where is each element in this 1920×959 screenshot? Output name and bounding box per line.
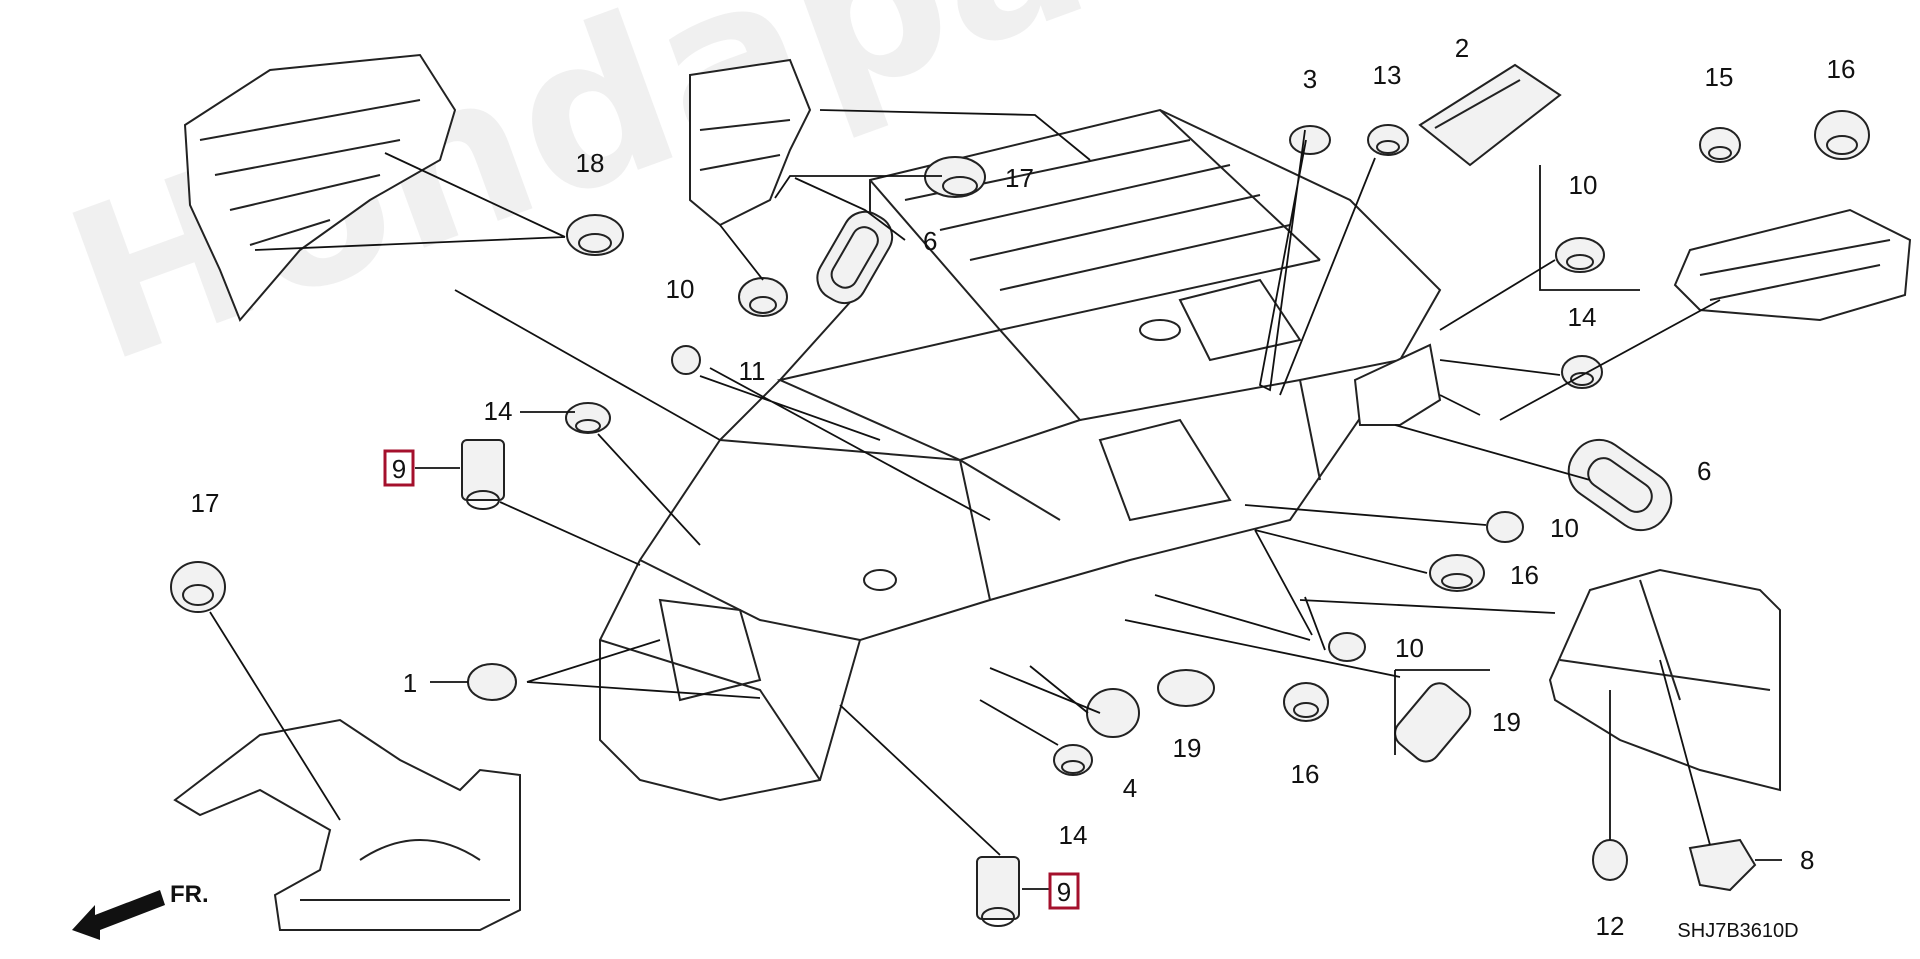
seal-part-18 bbox=[1394, 682, 1472, 763]
callout-labels: 18 17 6 10 11 3 13 2 10 14 15 16 6 10 16… bbox=[191, 33, 1856, 941]
callout-11-right: 10 bbox=[1569, 170, 1598, 200]
callout-10-left: 10 bbox=[666, 274, 695, 304]
seal-part-6-center bbox=[816, 210, 894, 305]
callout-15-upper-right: 15 bbox=[1705, 62, 1734, 92]
side-bracket-assembly bbox=[1353, 343, 1442, 426]
grommet-part-15-lower bbox=[1283, 682, 1329, 722]
callout-11-center: 11 bbox=[739, 356, 766, 386]
callout-16-upper-right: 16 bbox=[1827, 54, 1856, 84]
callout-4: 4 bbox=[1123, 773, 1137, 803]
callout-3: 3 bbox=[1303, 64, 1317, 94]
plug-part-1 bbox=[467, 663, 517, 701]
callout-15-lower: 16 bbox=[1291, 759, 1320, 789]
leader-lines bbox=[209, 109, 1782, 890]
grommet-part-11-center bbox=[738, 277, 788, 317]
callout-10-right-lower: 10 bbox=[1395, 633, 1424, 663]
callout-14-upper-left: 14 bbox=[484, 396, 513, 426]
grommet-part-14-upper-left bbox=[565, 402, 611, 434]
dash-panel-assembly bbox=[183, 53, 457, 322]
callout-19: 19 bbox=[1173, 733, 1202, 763]
callout-18: 19 bbox=[1492, 707, 1521, 737]
grommet-part-16-upper-right bbox=[1814, 110, 1870, 160]
rear-bracket-assembly bbox=[689, 58, 812, 227]
plug-part-10-right-upper bbox=[1486, 511, 1524, 543]
callout-9-lower-boxed[interactable]: 9 bbox=[1048, 872, 1080, 910]
callout-16-center: 17 bbox=[1005, 163, 1034, 193]
front-fender-assembly bbox=[173, 718, 521, 931]
callout-14-lower: 14 bbox=[1059, 820, 1088, 850]
callout-2: 2 bbox=[1455, 33, 1469, 63]
grommet-part-14-lower bbox=[1053, 744, 1093, 776]
callout-6-right: 6 bbox=[1697, 456, 1711, 486]
front-direction-arrow: FR. bbox=[72, 881, 209, 940]
grommet-part-16-center bbox=[924, 156, 986, 198]
grommet-part-15-upper-right bbox=[1699, 127, 1741, 163]
grommet-part-9-upper bbox=[461, 439, 505, 510]
callout-8: 8 bbox=[1800, 845, 1814, 875]
cover-part-2 bbox=[1418, 63, 1562, 167]
callout-13: 13 bbox=[1373, 60, 1402, 90]
grommet-part-13 bbox=[1367, 124, 1409, 156]
callout-1: 1 bbox=[403, 668, 417, 698]
fr-label: FR. bbox=[170, 881, 209, 908]
callout-12: 12 bbox=[1596, 911, 1625, 941]
grommet-part-9-lower bbox=[976, 856, 1020, 927]
plug-part-10-right-lower bbox=[1328, 632, 1366, 662]
grommet-part-16-upper-left bbox=[566, 214, 624, 256]
plug-part-3 bbox=[1289, 125, 1331, 155]
quarter-panel-assembly bbox=[1673, 208, 1912, 322]
plug-part-10-left bbox=[671, 345, 701, 375]
callout-9-upper-boxed[interactable]: 9 bbox=[383, 449, 415, 487]
callout-16-upper-left: 18 bbox=[576, 148, 605, 178]
svg-text:9: 9 bbox=[392, 454, 406, 484]
seal-part-6-right bbox=[1567, 438, 1673, 532]
plug-part-12 bbox=[1592, 839, 1628, 881]
callout-17: 17 bbox=[191, 488, 220, 518]
callout-15-right: 16 bbox=[1510, 560, 1539, 590]
callout-14-right: 14 bbox=[1568, 302, 1597, 332]
callout-10-right-upper: 10 bbox=[1550, 513, 1579, 543]
grommet-part-11-right bbox=[1555, 237, 1605, 273]
plug-part-4 bbox=[1086, 688, 1140, 738]
grommet-part-15-right bbox=[1429, 554, 1485, 592]
callout-6-center: 6 bbox=[923, 226, 937, 256]
grommet-part-17 bbox=[170, 561, 226, 613]
diagram-code: SHJ7B3610D bbox=[1677, 920, 1798, 942]
clip-part-8 bbox=[1688, 838, 1757, 892]
plug-part-19 bbox=[1157, 669, 1215, 707]
svg-text:9: 9 bbox=[1057, 877, 1071, 907]
